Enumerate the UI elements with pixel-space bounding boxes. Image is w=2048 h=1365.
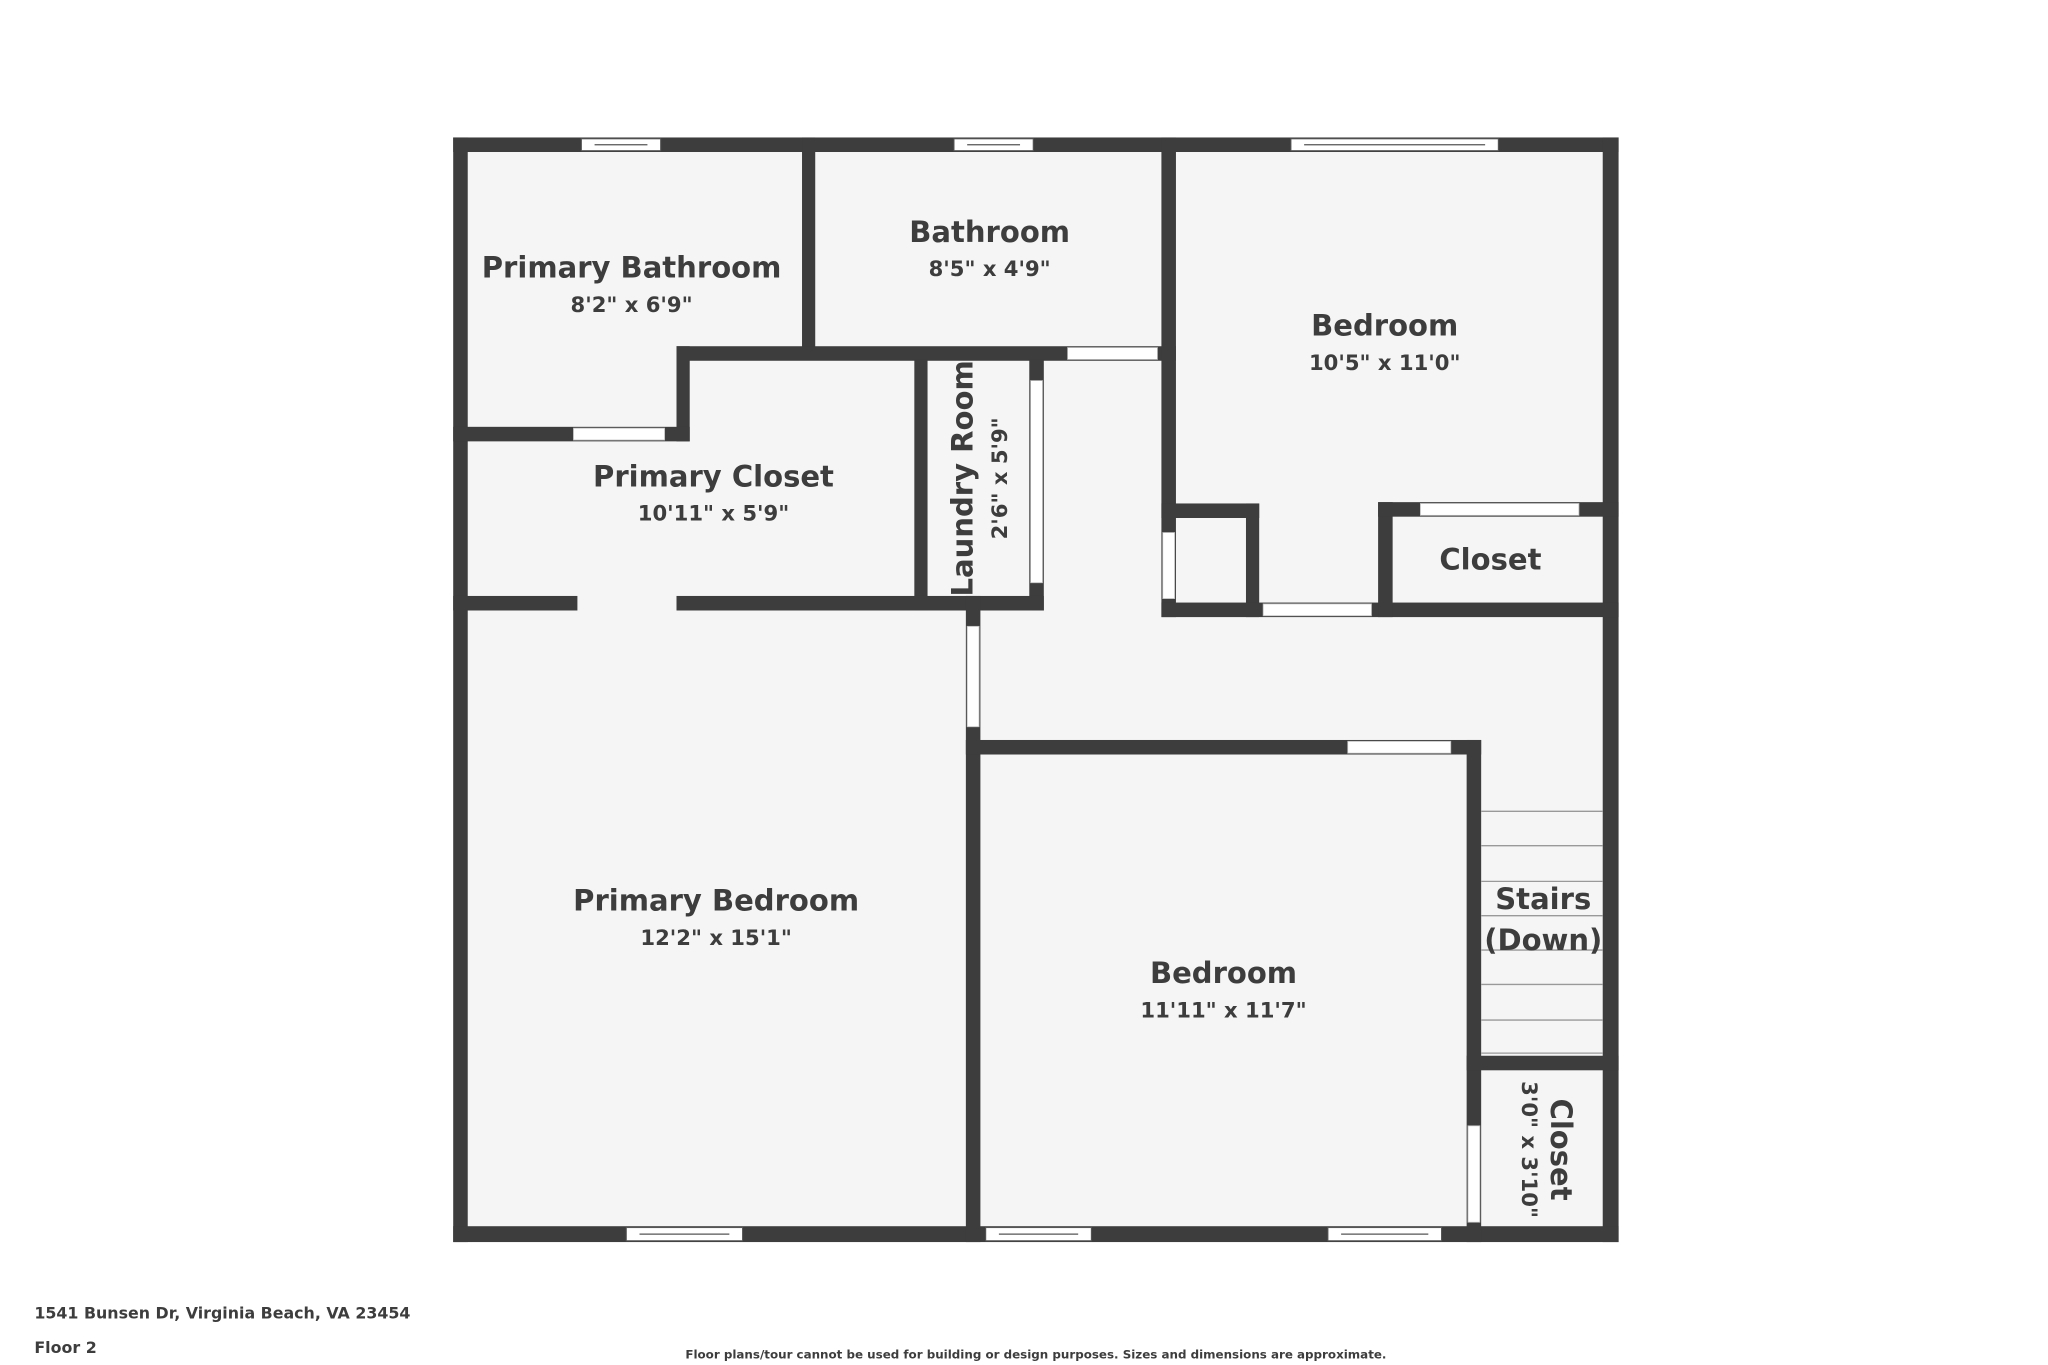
floor-area (453, 137, 1619, 1243)
disclaimer: Floor plans/tour cannot be used for buil… (685, 1347, 1386, 1361)
room-name-stairs-direction: (Down) (1484, 923, 1602, 957)
room-name-stairs: Stairs (1495, 882, 1591, 916)
room-name-bedroom-s: Bedroom (1150, 956, 1297, 990)
room-dims-primary-bedroom: 12'2" x 15'1" (640, 925, 791, 950)
doors (573, 347, 1580, 1223)
room-dims-laundry: 2'6" x 5'9" (987, 417, 1012, 539)
stair-treads (1481, 810, 1603, 1054)
room-name-closet-ne: Closet (1439, 543, 1541, 577)
room-name-bedroom-ne: Bedroom (1311, 309, 1458, 343)
room-dims-bedroom-ne: 10'5" x 11'0" (1309, 350, 1460, 375)
address: 1541 Bunsen Dr, Virginia Beach, VA 23454 (34, 1304, 410, 1323)
room-name-primary-closet: Primary Closet (593, 459, 834, 493)
room-name-primary-bedroom: Primary Bedroom (573, 883, 859, 917)
floor-label: Floor 2 (34, 1338, 96, 1357)
room-dims-bathroom: 8'5" x 4'9" (929, 256, 1051, 281)
windows (580, 138, 1499, 1242)
room-dims-primary-closet: 10'11" x 5'9" (638, 501, 789, 526)
room-name-closet-se: Closet (1544, 1099, 1578, 1201)
room-name-bathroom: Bathroom (909, 215, 1070, 249)
room-name-laundry: Laundry Room (945, 360, 979, 596)
walls (453, 137, 1619, 1243)
room-dims-closet-se: 3'0" x 3'10" (1517, 1081, 1542, 1218)
room-dims-bedroom-s: 11'11" x 11'7" (1140, 997, 1306, 1022)
room-name-primary-bathroom: Primary Bathroom (482, 251, 782, 285)
room-dims-primary-bathroom: 8'2" x 6'9" (571, 292, 693, 317)
